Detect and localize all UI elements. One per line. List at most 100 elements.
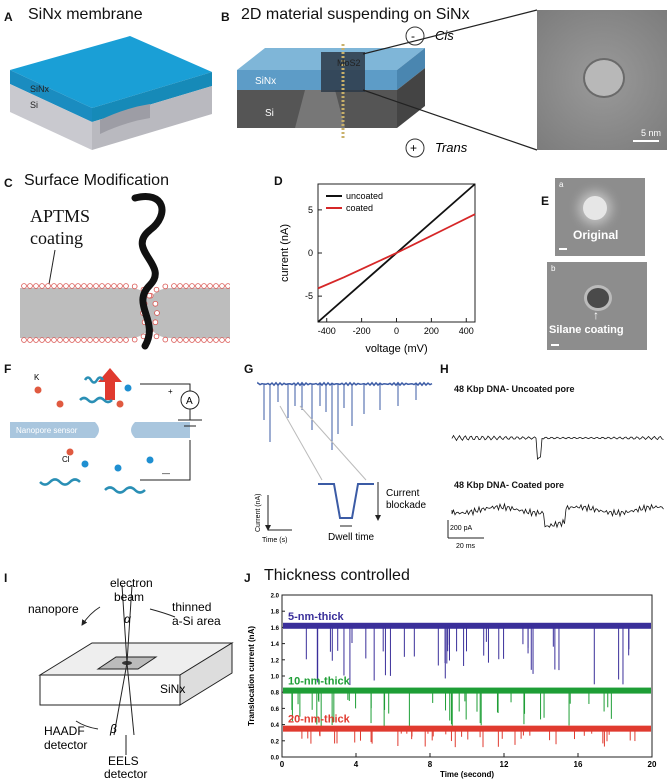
panel-b-title: 2D material suspending on SiNx <box>241 6 470 23</box>
panel-g: G Current (nA) Time (s) Current blockade… <box>240 360 440 550</box>
coating-molecule <box>105 337 111 343</box>
coating-molecule <box>75 283 81 289</box>
scale-bar-label: 5 nm <box>640 128 661 138</box>
translocation-trace: Current (nA) Time (s) Current blockade D… <box>255 381 433 544</box>
coating-molecule <box>225 337 230 343</box>
tem-image-pore: 5 nm <box>537 10 667 150</box>
arrow-icon: ↑ <box>593 308 599 322</box>
scale-x-label: 20 ms <box>456 543 476 550</box>
panel-a-title: SiNx membrane <box>28 6 143 23</box>
pore-dark <box>587 288 609 308</box>
zoom-line <box>299 405 367 481</box>
coating-molecule <box>21 283 27 289</box>
label-original: Original <box>573 228 619 242</box>
y-tick-label: -5 <box>305 291 313 301</box>
x-axis-label: Time (second) <box>440 770 494 779</box>
coating-molecule <box>111 337 117 343</box>
sub-label-b: b <box>551 264 556 273</box>
x-tick-label: 20 <box>648 760 657 769</box>
mos2-label: MoS2 <box>337 58 361 68</box>
coating-molecule <box>39 283 45 289</box>
panel-j-title: Thickness controlled <box>264 567 410 584</box>
scale-bar <box>551 344 559 346</box>
k-ion-label: K <box>34 373 40 382</box>
coating-molecule <box>123 337 129 343</box>
coating-label-1: APTMS <box>30 206 91 226</box>
ammeter-icon: A <box>186 396 193 407</box>
coating-molecule <box>99 283 105 289</box>
coating-molecule <box>195 337 201 343</box>
x-axis-label: Time (s) <box>262 537 287 544</box>
coating-molecule <box>51 337 57 343</box>
panel-c-title: Surface Modification <box>24 172 169 189</box>
tem-image-original: a Original <box>555 178 645 256</box>
x-tick-label: 400 <box>459 326 474 336</box>
y-tick-label: 2.0 <box>271 594 280 600</box>
zoom-line <box>279 405 323 481</box>
coating-molecule <box>45 337 51 343</box>
coating-molecule <box>123 283 129 289</box>
coating-molecule <box>207 283 213 289</box>
legend-label: coated <box>346 203 373 213</box>
y-tick-label: 0 <box>308 248 313 258</box>
coated-label: 48 Kbp DNA- Coated pore <box>454 480 565 490</box>
y-axis-label: Translocation current (nA) <box>247 626 256 726</box>
cl-ion-label: Cl <box>62 455 70 464</box>
scale-bar <box>633 140 659 142</box>
coating-molecule <box>117 283 123 289</box>
coating-molecule <box>63 337 69 343</box>
x-tick-label: 0 <box>394 326 399 336</box>
coating-molecule <box>51 283 57 289</box>
minus-sign: — <box>162 469 170 478</box>
coating-molecule <box>93 337 99 343</box>
series-band-5-nm-thick <box>283 622 651 629</box>
x-tick-label: 16 <box>574 760 583 769</box>
blockade-label-1: Current <box>386 488 420 499</box>
pore-bright <box>583 196 607 220</box>
panel-b: B 2D material suspending on SiNx - Cis +… <box>215 0 669 170</box>
coating-molecule <box>27 337 33 343</box>
tem-image-coated: b ↑ Silane coating <box>547 262 647 350</box>
coating-molecule <box>213 337 219 343</box>
panel-g-letter: G <box>244 362 254 376</box>
y-tick-label: 0.6 <box>271 707 280 713</box>
zoomed-event <box>318 483 374 519</box>
surface-modification-diagram <box>20 193 230 350</box>
trans-sign: + <box>410 141 417 155</box>
coating-molecule <box>201 283 207 289</box>
y-tick-label: 1.0 <box>271 675 280 681</box>
coating-molecule <box>69 283 75 289</box>
coating-molecule <box>207 337 213 343</box>
coating-molecule <box>111 283 117 289</box>
baseline-trace <box>257 381 433 387</box>
coating-molecule <box>117 337 123 343</box>
si-label: Si <box>265 108 274 119</box>
coated-trace <box>451 502 664 529</box>
legend-label: uncoated <box>346 191 383 201</box>
coating-molecule <box>63 283 69 289</box>
series-label: 5-nm-thick <box>288 611 345 623</box>
coating-molecule <box>177 283 183 289</box>
x-tick-label: -200 <box>353 326 371 336</box>
coating-molecule <box>33 337 39 343</box>
tem-setup-diagram: electron beam α nanopore thinned a-Si ar… <box>28 576 234 779</box>
coating-molecule <box>45 283 51 289</box>
nanopore-label: nanopore <box>28 602 79 616</box>
sinx-label: SiNx <box>160 682 185 696</box>
beam-label-1: electron <box>110 576 153 590</box>
sub-label-a: a <box>559 180 564 189</box>
coating-molecule <box>69 337 75 343</box>
plus-sign: + <box>168 387 173 396</box>
coating-molecule <box>87 283 93 289</box>
x-tick-label: 0 <box>280 760 285 769</box>
panel-e: E a Original b ↑ Silane coating <box>525 170 669 360</box>
cis-sign: - <box>411 29 415 43</box>
x-tick-label: -400 <box>318 326 336 336</box>
label-silane: Silane coating <box>549 324 624 336</box>
dwell-label: Dwell time <box>328 532 375 543</box>
series-band-10-nm-thick <box>283 687 651 694</box>
haadf-label-1: HAADF <box>44 724 85 738</box>
sensor-label: Nanopore sensor <box>16 426 78 435</box>
